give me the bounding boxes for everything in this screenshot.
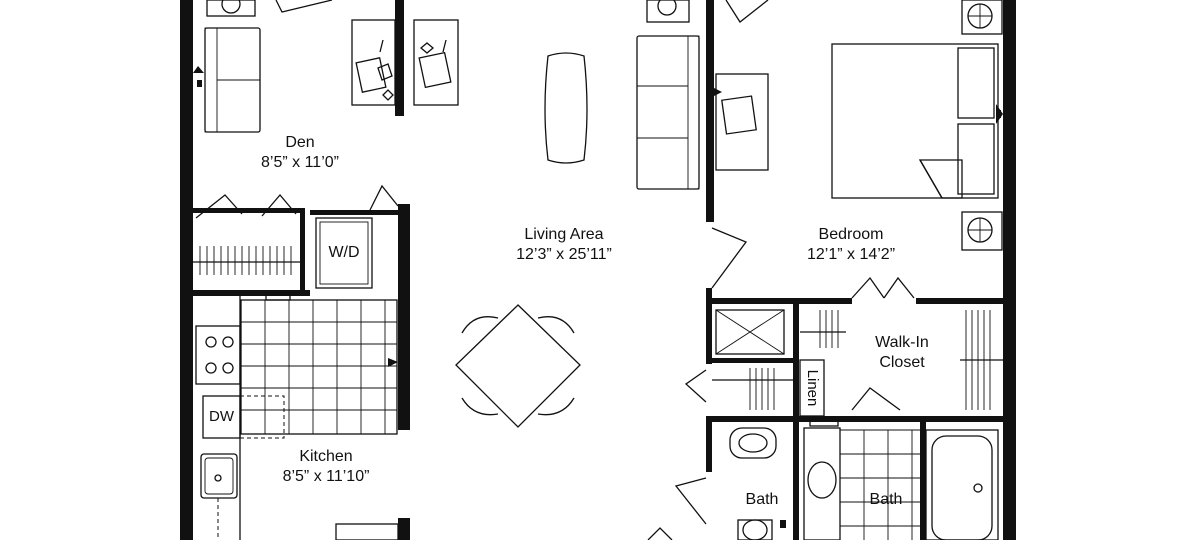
linen-label: Linen [804,369,821,407]
den-label: Den 8’5” x 11’0” [250,133,350,173]
dishwasher-label: DW [209,408,234,425]
den-furniture [193,0,459,133]
kitchen-size: 8’5” x 11’10” [282,468,370,485]
walk-in-closet-label: Walk-In Closet [856,333,948,373]
bath-closet-fixtures [647,309,1003,540]
walls [180,0,1016,540]
bath-left-label: Bath [745,491,779,508]
den-name: Den [285,134,315,151]
living-area-name: Living Area [524,226,604,243]
washer-dryer-label: W/D [328,244,360,261]
closet-line2: Closet [879,354,925,371]
living-area-size: 12’3” x 25’11” [516,246,612,263]
closet-line1: Walk-In [875,334,929,351]
living-area-label: Living Area 12’3” x 25’11” [494,225,634,265]
bedroom-name: Bedroom [818,226,884,243]
kitchen-fixtures [195,292,399,540]
kitchen-name: Kitchen [299,448,353,465]
living-furniture [455,0,769,428]
den-closet [193,184,399,289]
bedroom-furniture [711,0,1003,299]
bedroom-label: Bedroom 12’1” x 14’2” [786,225,916,265]
bedroom-size: 12’1” x 14’2” [806,246,896,263]
kitchen-label: Kitchen 8’5” x 11’10” [258,447,394,487]
den-size: 8’5” x 11’0” [261,154,339,171]
bath-right-label: Bath [869,491,903,508]
